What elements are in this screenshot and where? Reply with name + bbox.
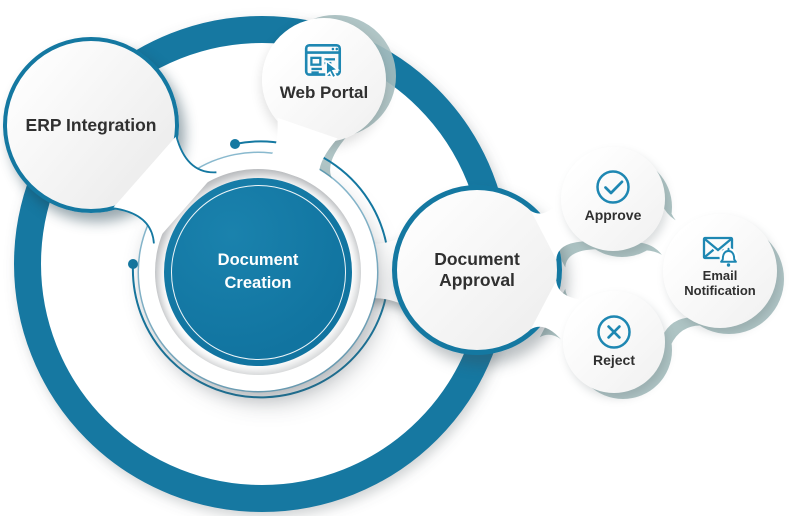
erp-integration-label: ERP Integration — [25, 114, 157, 135]
reject-label: Reject — [592, 352, 636, 369]
node-web-portal: Web Portal — [262, 18, 386, 142]
connector-erp-creation-edge — [112, 207, 155, 244]
connector-erp-creation-edge — [175, 135, 217, 174]
web-portal-label: Web Portal — [279, 83, 369, 103]
email-notification-label: Email Notification — [684, 268, 756, 298]
email-notification-content: Email Notification — [684, 232, 756, 298]
x-circle-icon — [597, 315, 631, 349]
reject-content: Reject — [593, 313, 635, 369]
browser-cursor-icon — [304, 44, 342, 80]
document-approval-label: Document Approval — [434, 249, 520, 290]
node-email-notification: Email Notification — [663, 214, 777, 328]
node-erp-integration: ERP Integration — [3, 37, 179, 213]
approve-label: Approve — [584, 207, 642, 224]
orbit-arc-dot — [128, 259, 138, 269]
envelope-bell-icon — [702, 237, 738, 267]
node-document-approval: Document Approval — [392, 185, 562, 355]
node-reject: Reject — [563, 291, 665, 393]
check-circle-icon — [596, 170, 630, 204]
approve-content: Approve — [584, 168, 642, 224]
orbit-arc-dot — [230, 139, 240, 149]
center-inner-ring — [170, 184, 346, 360]
node-approve: Approve — [561, 147, 665, 251]
node-document-creation: Document Creation — [164, 178, 352, 366]
web-portal-content: Web Portal — [280, 40, 368, 103]
